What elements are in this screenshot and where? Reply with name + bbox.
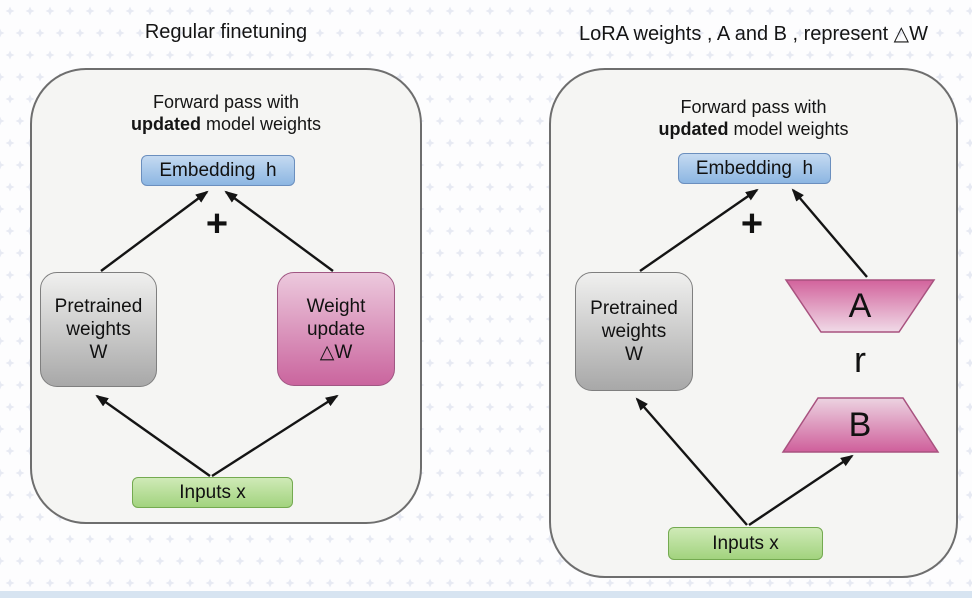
bottom-strip bbox=[0, 591, 972, 598]
weight-update-line2: update bbox=[306, 318, 366, 340]
left-pretrained-weights-box: Pretrained weights W bbox=[40, 272, 157, 387]
left-forward-pass-caption: Forward pass with updated model weights bbox=[30, 91, 422, 135]
weight-update-line3: △W bbox=[319, 341, 353, 363]
pretrained-line2: weights bbox=[66, 319, 131, 340]
right-forward-pass-caption: Forward pass with updated model weights bbox=[549, 96, 958, 140]
pretrained-line3: W bbox=[625, 344, 643, 365]
right-embedding-box: Embedding h bbox=[678, 153, 831, 184]
left-forward-rest: model weights bbox=[200, 114, 322, 134]
right-forward-rest: model weights bbox=[728, 119, 849, 139]
right-inputs-label: Inputs x bbox=[712, 532, 779, 554]
right-inputs-box: Inputs x bbox=[668, 527, 823, 560]
right-pretrained-weights-box: Pretrained weights W bbox=[575, 272, 693, 391]
left-forward-line1: Forward pass with bbox=[152, 92, 300, 112]
left-panel-title: Regular finetuning bbox=[144, 21, 308, 43]
weight-update-line1: Weight bbox=[306, 295, 366, 317]
left-embedding-label: Embedding h bbox=[159, 159, 277, 181]
right-panel-title: LoRA weights , A and B , represent △W bbox=[579, 23, 928, 45]
rank-label: r bbox=[854, 339, 866, 380]
right-plus-sign: + bbox=[740, 203, 764, 245]
pretrained-line3: W bbox=[89, 342, 108, 363]
right-forward-bold: updated bbox=[658, 119, 729, 139]
lora-b-label: B bbox=[848, 406, 872, 444]
pretrained-line1: Pretrained bbox=[54, 296, 143, 317]
left-plus-sign: + bbox=[205, 203, 229, 245]
left-forward-bold: updated bbox=[130, 114, 201, 134]
left-inputs-label: Inputs x bbox=[179, 481, 246, 503]
right-forward-line1: Forward pass with bbox=[680, 97, 827, 117]
pretrained-line2: weights bbox=[601, 321, 667, 342]
right-embedding-label: Embedding h bbox=[695, 157, 814, 179]
lora-a-label: A bbox=[848, 287, 872, 325]
weight-update-box: Weight update △W bbox=[277, 272, 395, 386]
left-embedding-box: Embedding h bbox=[141, 155, 295, 186]
left-inputs-box: Inputs x bbox=[132, 477, 293, 508]
pretrained-line1: Pretrained bbox=[590, 298, 678, 319]
